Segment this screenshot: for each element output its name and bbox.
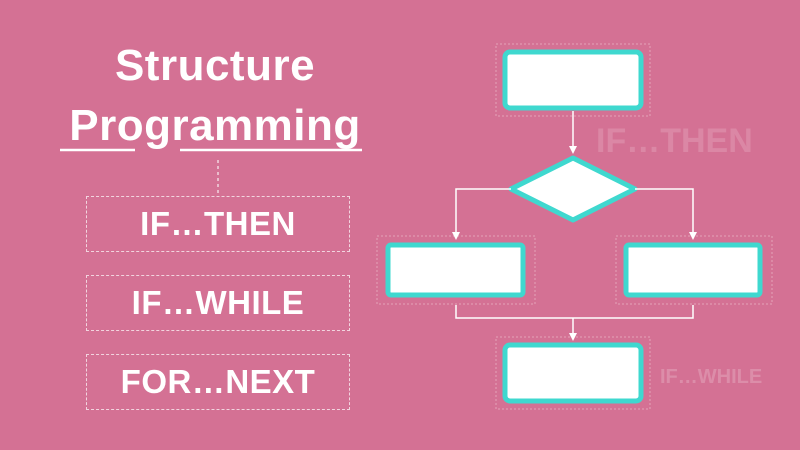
left-branch-box (385, 242, 526, 298)
watermark-lower: IF…WHILE (660, 366, 763, 388)
left-branch-box-halo (376, 235, 536, 305)
construct-box-if-then: IF…THEN (86, 196, 350, 252)
construct-label-for-next: FOR…NEXT (120, 363, 316, 400)
start-box-halo (495, 43, 651, 117)
right-branch-box (623, 242, 763, 298)
title-line-2: Programming (69, 101, 361, 150)
construct-label-if-then: IF…THEN (140, 205, 296, 242)
construct-label-if-while: IF…WHILE (131, 284, 305, 321)
merge-line (455, 305, 694, 319)
start-process-box (502, 49, 644, 111)
watermark-upper: IF…THEN (596, 122, 753, 160)
construct-box-if-while: IF…WHILE (86, 275, 350, 331)
construct-box-for-next: FOR…NEXT (86, 354, 350, 410)
title-line-1: Structure (114, 41, 316, 90)
decision-diamond (508, 155, 638, 223)
decision-right-branch-arrow (635, 188, 697, 240)
decision-left-branch-arrow (452, 188, 511, 240)
end-process-box (502, 342, 644, 404)
